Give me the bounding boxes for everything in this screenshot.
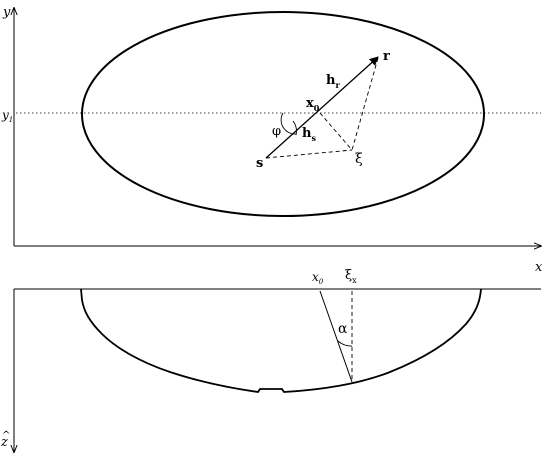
hr-label: hr bbox=[326, 73, 340, 90]
x0-bottom-label: x0 bbox=[312, 270, 324, 286]
z-hat-label: z bbox=[0, 435, 8, 450]
s-label: s bbox=[256, 156, 263, 171]
xi-label: ξ bbox=[355, 151, 363, 167]
r-label: r bbox=[383, 49, 390, 64]
s-xi-dashed bbox=[265, 149, 353, 159]
phi-angle-arc-2 bbox=[280, 112, 297, 135]
xi-x-label: ξx bbox=[345, 268, 357, 285]
alpha-angle-arc bbox=[337, 340, 353, 347]
s-r-arrow bbox=[265, 56, 379, 159]
alpha-label: α bbox=[338, 321, 348, 337]
x0-xi-dashed bbox=[319, 112, 353, 151]
y-axis-label: y bbox=[2, 5, 11, 20]
x-axis-label: x bbox=[535, 260, 543, 275]
ellipse-contour bbox=[81, 11, 485, 217]
x0-top-label: x0 bbox=[306, 96, 320, 113]
x0-slant-line bbox=[319, 290, 353, 383]
r-xi-dashed bbox=[351, 57, 379, 151]
hs-label: hs bbox=[302, 126, 316, 143]
phi-angle-arc bbox=[292, 120, 297, 136]
phi-label: φ bbox=[272, 124, 281, 139]
y1-label: y1 bbox=[1, 108, 13, 124]
z-hat-accent: ^ bbox=[2, 430, 10, 441]
bowl-contour bbox=[80, 288, 482, 393]
